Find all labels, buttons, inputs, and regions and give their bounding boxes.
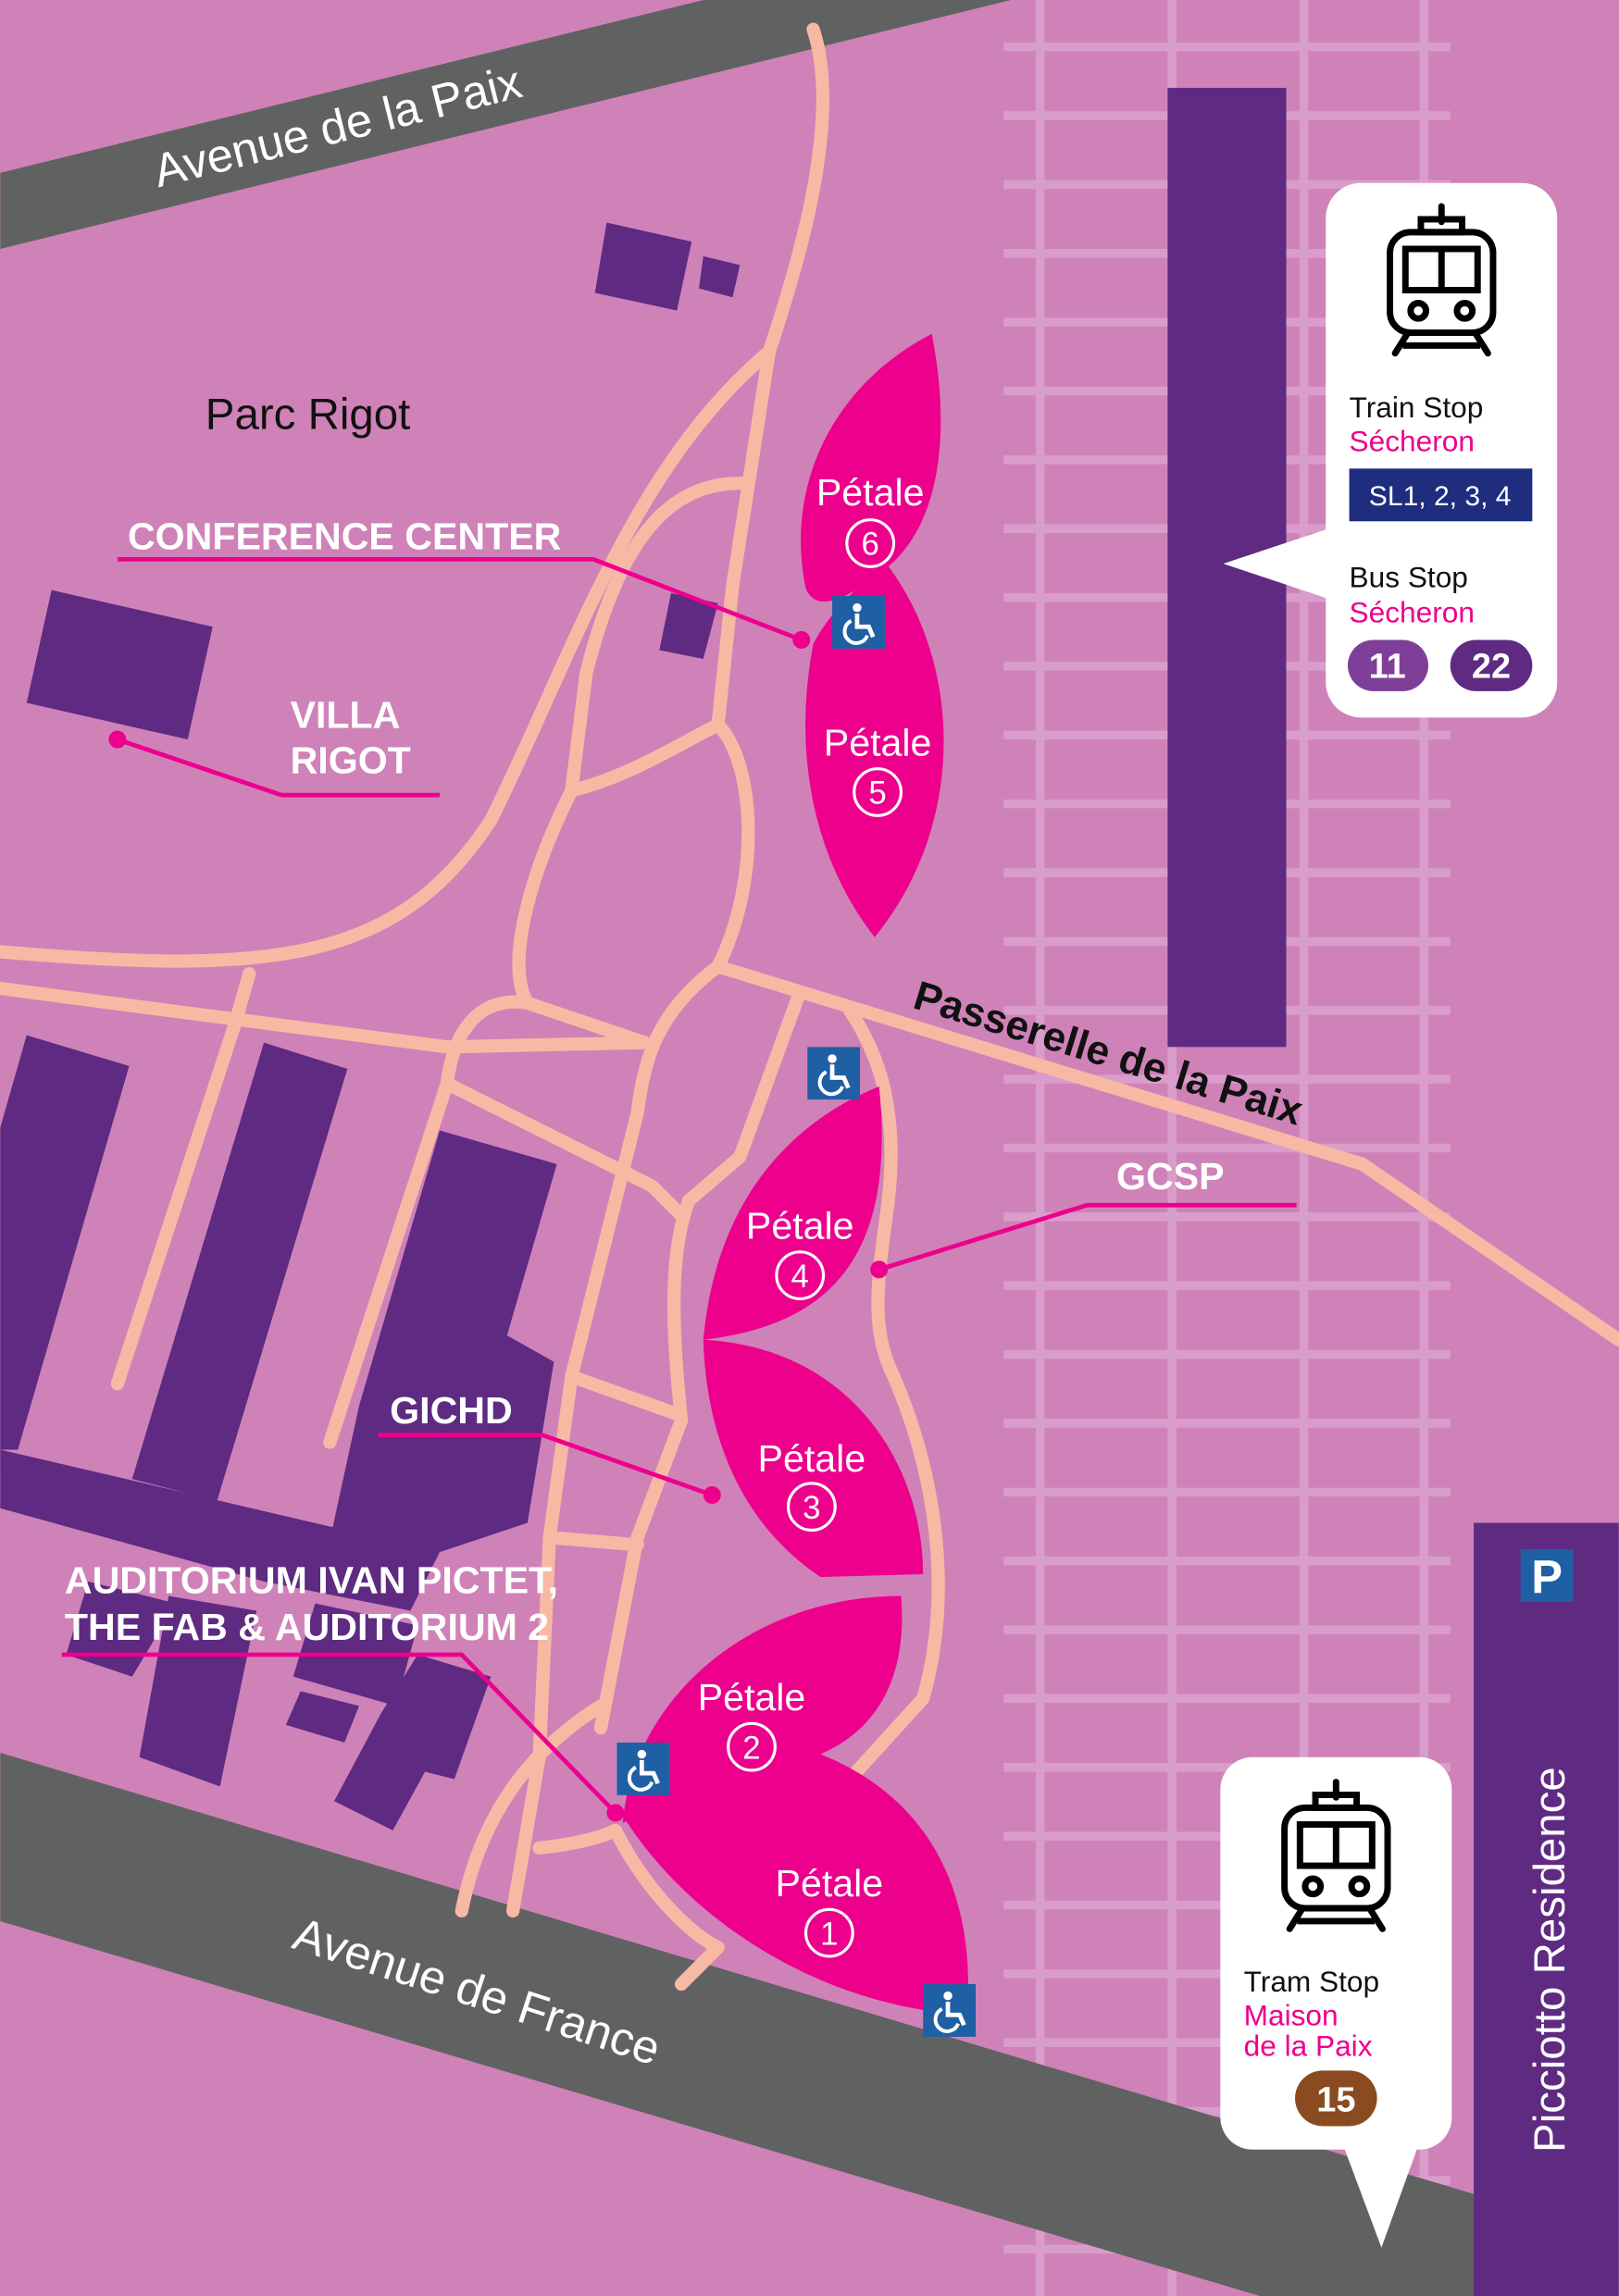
avenue-de-la-paix-road [0,0,1012,249]
svg-text:Pétale: Pétale [698,1676,806,1719]
petal-2-shape [622,1595,903,1823]
petal-1-label: Pétale 1 [776,1862,884,1958]
svg-text:Pétale: Pétale [746,1205,854,1247]
wheelchair-icon [616,1743,669,1795]
bus-line-11: 11 [1369,648,1406,687]
petal-1-shape [622,1754,968,2016]
gichd-label: GICHD [390,1389,513,1432]
tram-info-box: Tram Stop Maison de la Paix 15 [1220,1756,1452,2248]
svg-text:1: 1 [820,1916,838,1952]
buildings [0,222,741,1831]
villa-rigot-label-2: RIGOT [291,738,411,781]
petals [622,333,968,2016]
tram-stop-title: Tram Stop [1244,1965,1379,1998]
footpaths [0,22,1619,1992]
svg-text:4: 4 [791,1259,809,1295]
tram-stop-name-1: Maison [1244,1998,1339,2031]
svg-text:Pétale: Pétale [824,721,932,763]
bus-line-22-badge [1450,639,1533,691]
parc-rigot-label: Parc Rigot [205,391,411,440]
villa-rigot-label-1: VILLA [291,693,401,736]
petal-2-label: Pétale 2 [698,1676,806,1772]
train-lines-badge [1349,468,1533,522]
parking-icon [1520,1549,1574,1603]
bus-line-22: 22 [1472,648,1511,687]
petal-5-shape [805,564,944,937]
avenue-de-france-road [0,1752,1619,2296]
train-stop-name: Sécheron [1350,424,1475,457]
gcsp-marker [870,1260,889,1279]
gichd-marker [703,1486,721,1504]
petal-5-label: Pétale 5 [824,721,932,817]
svg-text:6: 6 [861,527,878,563]
villa-leader-line [117,737,440,798]
parking-label: P [1531,1551,1563,1604]
wheelchair-icon [807,1047,860,1099]
picciotto-residence [1474,1522,1619,2296]
svg-text:5: 5 [868,776,886,812]
train-lines: SL1, 2, 3, 4 [1369,481,1512,512]
conference-leader-line [117,557,803,642]
wheelchair-icon [832,596,885,649]
gcsp-label: GCSP [1116,1155,1225,1198]
petal-4-label: Pétale 4 [746,1205,854,1301]
svg-text:3: 3 [803,1490,820,1526]
svg-text:Pétale: Pétale [816,471,925,514]
auditorium-label-1: AUDITORIUM IVAN PICTET, [65,1559,558,1602]
petal-6-label: Pétale 6 [816,471,925,568]
auditorium-leader-line [61,1652,617,1815]
petal-3-label: Pétale 3 [758,1437,866,1533]
tram-stop-name-2: de la Paix [1244,2029,1373,2063]
tram-line-15-badge [1295,2070,1377,2127]
gichd-leader-line [378,1433,714,1497]
picciotto-label: Picciotto Residence [1526,1767,1575,2153]
tram-line-15: 15 [1316,2081,1355,2120]
wheelchair-icon [923,1984,976,2037]
bus-stop-title: Bus Stop [1350,560,1468,593]
villa-marker [108,730,127,749]
auditorium-marker [606,1804,625,1822]
auditorium-label-2: THE FAB & AUDITORIUM 2 [65,1606,549,1648]
petal-3-shape [703,1339,924,1578]
gcsp-leader-line [878,1202,1297,1272]
petal-6-shape [801,333,941,602]
conference-marker [792,630,811,649]
svg-text:2: 2 [742,1730,760,1766]
petal-4-shape [703,1086,882,1340]
bus-stop-name: Sécheron [1350,595,1475,628]
svg-text:Pétale: Pétale [776,1862,884,1905]
bus-line-11-badge [1347,639,1429,691]
train-stop-title: Train Stop [1350,391,1484,424]
svg-text:Pétale: Pétale [758,1437,866,1480]
conference-center-label: CONFERENCE CENTER [128,515,561,557]
train-bus-info-box: Train Stop Sécheron SL1, 2, 3, 4 Bus Sto… [1223,182,1558,718]
